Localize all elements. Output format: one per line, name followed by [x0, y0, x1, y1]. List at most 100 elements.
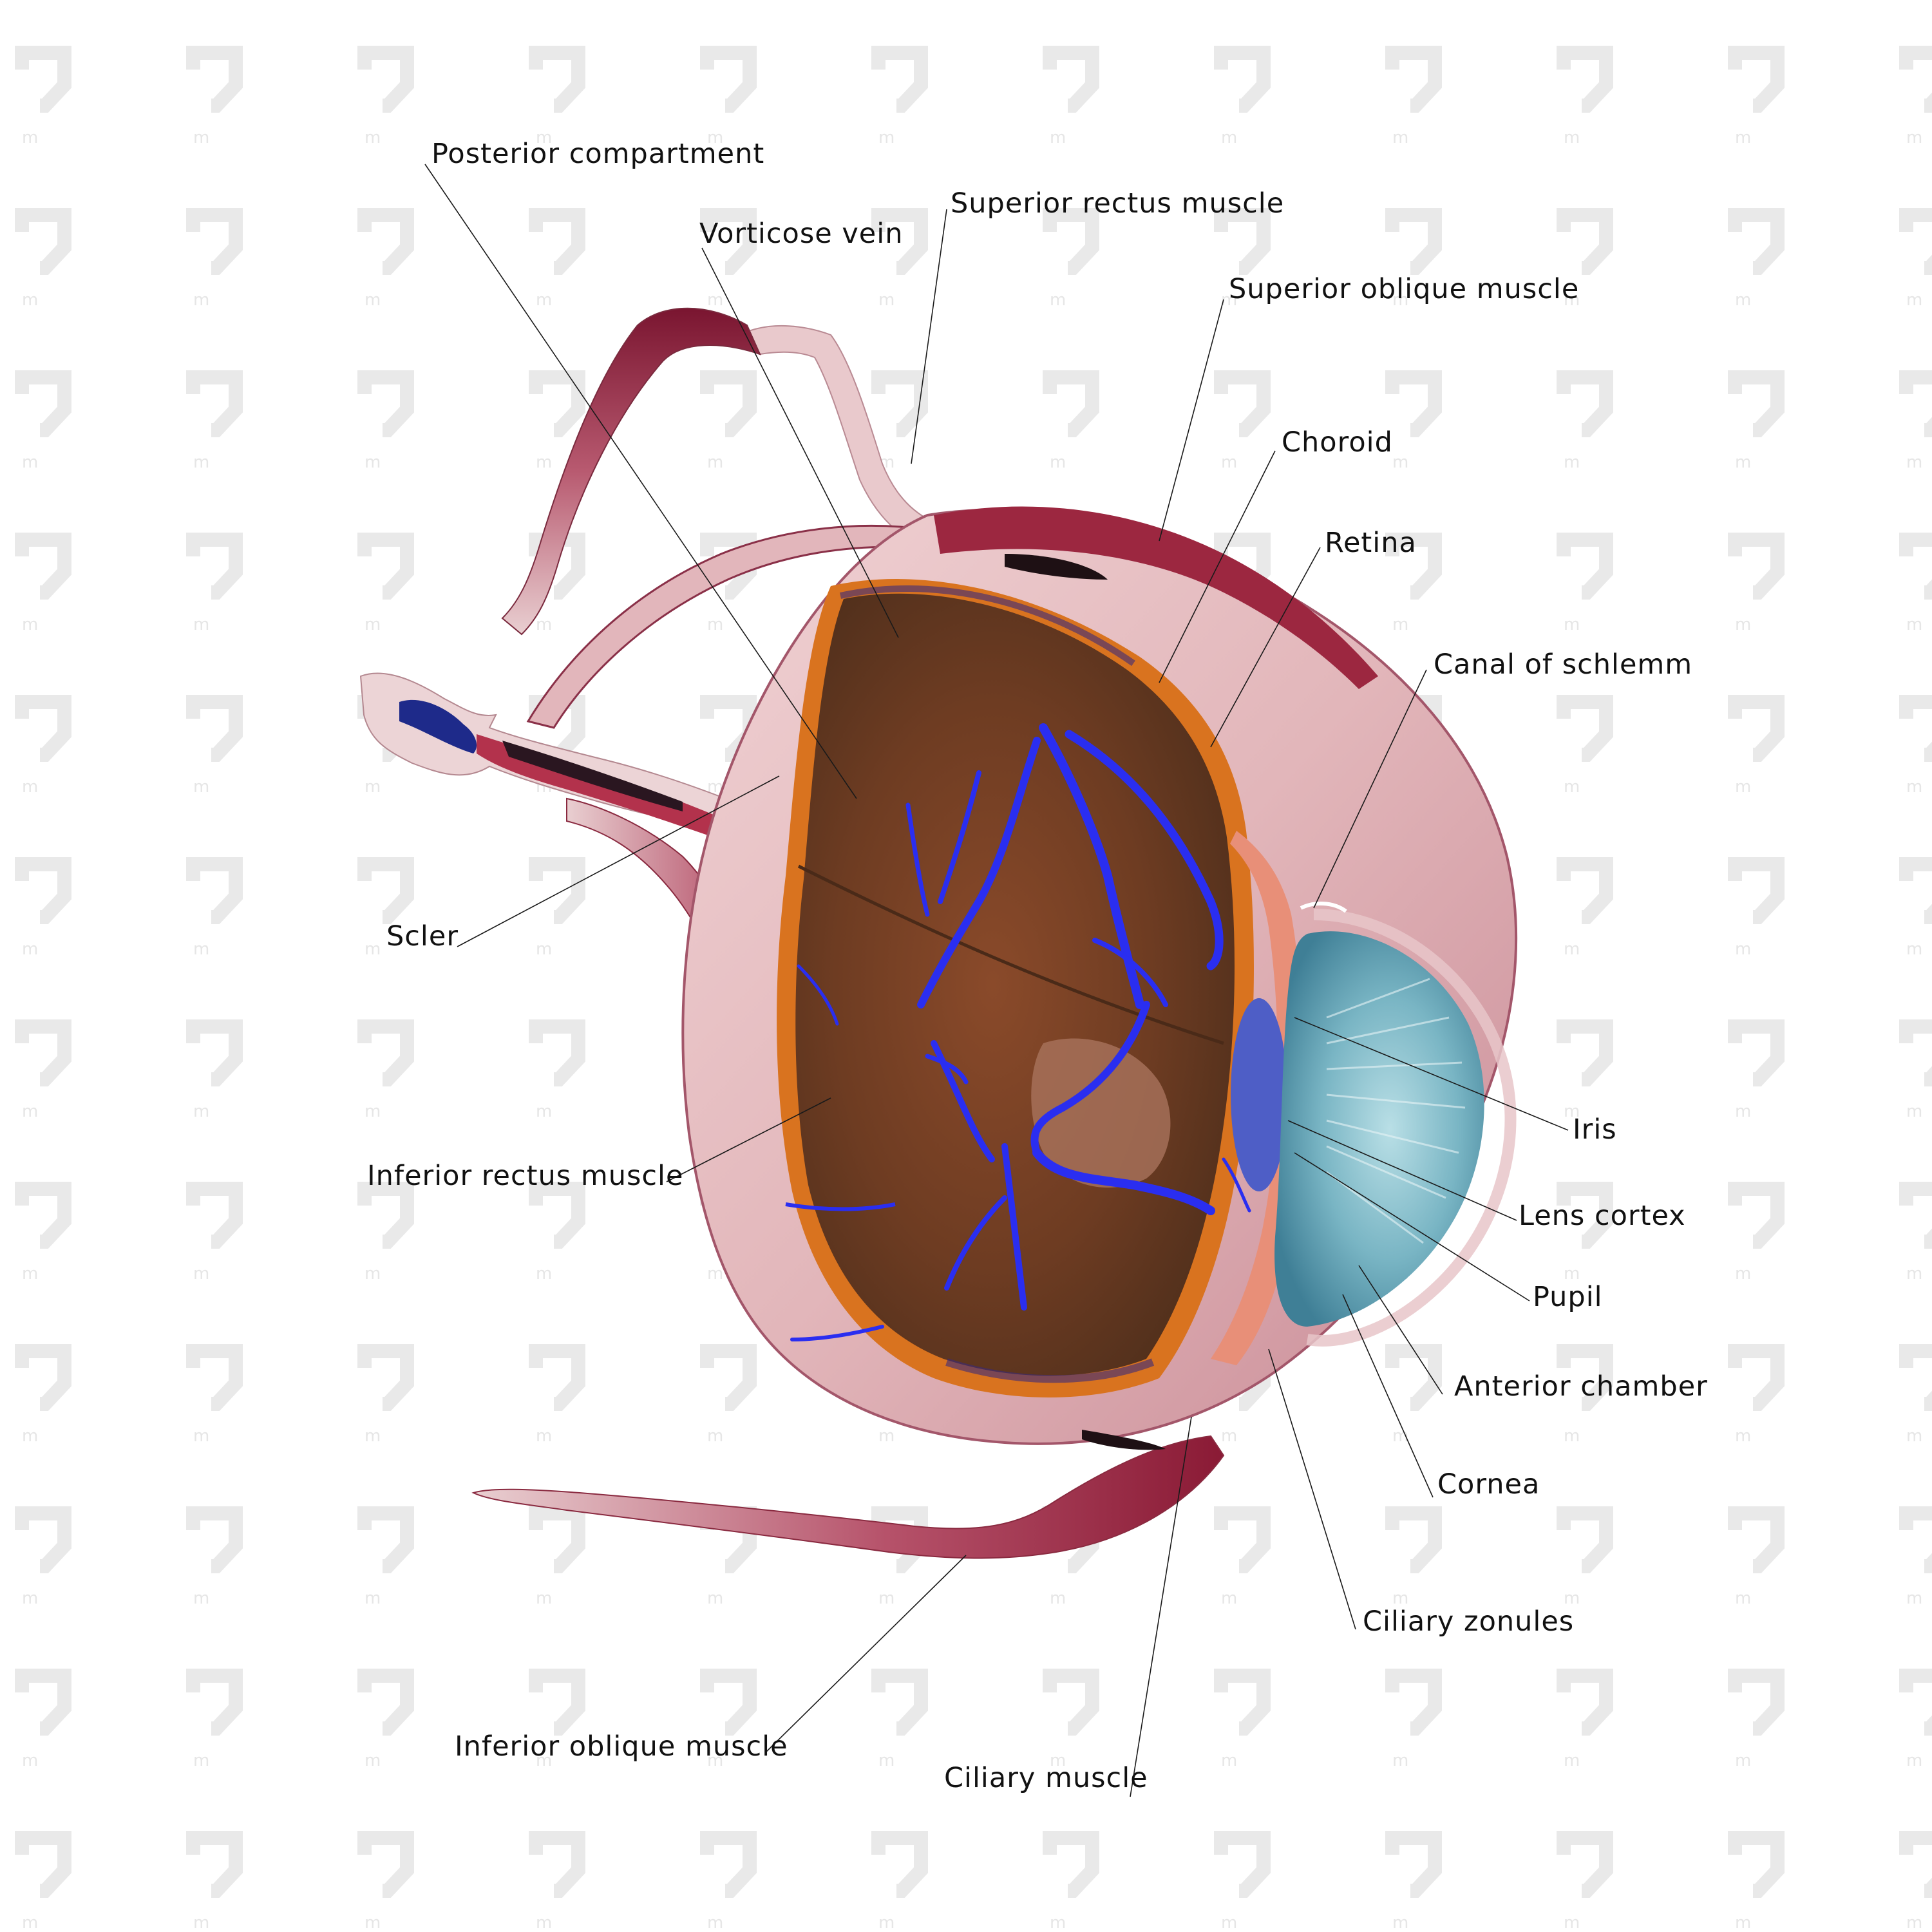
label-iris: Iris: [1573, 1113, 1617, 1146]
pm-logo-icon: m: [1728, 1182, 1785, 1283]
watermark-mark: m: [1906, 1426, 1922, 1446]
pm-logo-icon: m: [357, 1831, 414, 1932]
watermark-mark: m: [1050, 453, 1066, 472]
watermark-mark: m: [1050, 290, 1066, 310]
watermark-mark: m: [1564, 1102, 1580, 1121]
superior-muscle-shadow: [1005, 554, 1108, 580]
watermark-mark: m: [193, 1264, 209, 1283]
vorticose-vein-shape: [785, 1202, 896, 1211]
pm-logo-icon: m: [15, 1506, 71, 1608]
watermark-mark: m: [1906, 1589, 1922, 1608]
watermark-mark: m: [1221, 1589, 1237, 1608]
watermark-mark: m: [1050, 1589, 1066, 1608]
inferior-oblique-muscle-shape: [471, 1435, 1225, 1559]
pm-logo-icon: m: [1557, 857, 1613, 959]
leader-inferior-oblique-muscle: [766, 1555, 967, 1752]
pm-logo-icon: m: [357, 1669, 414, 1770]
pm-logo-icon: m: [1899, 695, 1932, 797]
pm-logo-icon: m: [1214, 370, 1271, 472]
pm-logo-icon: m: [1899, 857, 1932, 959]
pm-logo-icon: m: [186, 1019, 243, 1121]
pm-logo-icon: m: [871, 370, 928, 472]
pm-logo-icon: m: [186, 695, 243, 797]
superior-rectus-muscle-shape: [501, 307, 761, 636]
watermark-mark: m: [1735, 615, 1751, 634]
watermark-mark: m: [1564, 1913, 1580, 1932]
watermark-mark: m: [193, 1102, 209, 1121]
pm-logo-icon: m: [186, 857, 243, 959]
watermark-mark: m: [22, 615, 38, 634]
pm-logo-icon: m: [529, 1344, 585, 1446]
watermark-mark: m: [1735, 1589, 1751, 1608]
watermark-mark: m: [22, 777, 38, 797]
label-pupil: Pupil: [1533, 1281, 1603, 1313]
pm-logo-icon: m: [1899, 370, 1932, 472]
pm-logo-icon: m: [1899, 1831, 1932, 1932]
pm-logo-icon: m: [871, 46, 928, 147]
leader-ciliary-muscle: [1130, 1416, 1192, 1797]
watermark-mark: m: [365, 1751, 381, 1770]
pm-logo-icon: m: [186, 1506, 243, 1608]
label-ciliary-zonules: Ciliary zonules: [1363, 1605, 1574, 1638]
watermark-mark: m: [1735, 1426, 1751, 1446]
pm-logo-icon: m: [700, 370, 757, 472]
watermark-mark: m: [878, 1426, 895, 1446]
pm-logo-icon: m: [1385, 1669, 1442, 1770]
watermark-mark: m: [365, 1589, 381, 1608]
leader-canal-of-schlemm: [1313, 669, 1427, 909]
pm-logo-icon: m: [700, 1344, 757, 1446]
watermark-mark: m: [536, 453, 552, 472]
pm-logo-icon: m: [357, 370, 414, 472]
pm-logo-icon: m: [357, 1019, 414, 1121]
pm-logo-icon: m: [1899, 1344, 1932, 1446]
watermark-mark: m: [707, 1264, 723, 1283]
pm-logo-icon: m: [186, 1344, 243, 1446]
watermark-mark: m: [1564, 940, 1580, 959]
inferior-rectus-slit: [1082, 1430, 1166, 1450]
watermark-mark: m: [1735, 128, 1751, 147]
watermark-mark: m: [536, 1102, 552, 1121]
watermark-mark: m: [1906, 777, 1922, 797]
watermark-mark: m: [365, 777, 381, 797]
watermark-mark: m: [707, 128, 723, 147]
watermark-mark: m: [536, 940, 552, 959]
pm-logo-icon: m: [1557, 370, 1613, 472]
pm-logo-icon: m: [357, 1506, 414, 1608]
pm-logo-icon: m: [1385, 46, 1442, 147]
watermark-mark: m: [1221, 1426, 1237, 1446]
pm-logo-icon: m: [1214, 1669, 1271, 1770]
watermark-mark: m: [193, 615, 209, 634]
watermark-mark: m: [1735, 940, 1751, 959]
pm-logo-icon: m: [871, 208, 928, 310]
pm-logo-icon: m: [529, 533, 585, 634]
watermark-mark: m: [1392, 615, 1408, 634]
watermark-mark: m: [1906, 1913, 1922, 1932]
leader-superior-oblique-muscle: [1159, 299, 1224, 542]
iris-shape: [1274, 931, 1484, 1327]
watermark-mark: m: [707, 453, 723, 472]
leader-inferior-rectus-muscle: [666, 1097, 831, 1182]
leader-lines: [424, 164, 1569, 1797]
watermark-mark: m: [22, 940, 38, 959]
watermark-mark: m: [1906, 1102, 1922, 1121]
pm-logo-icon: m: [1385, 1831, 1442, 1932]
label-superior-oblique-muscle: Superior oblique muscle: [1229, 273, 1579, 305]
watermark-mark: m: [365, 453, 381, 472]
leader-anterior-chamber: [1358, 1265, 1443, 1395]
pm-logo-icon: m: [1043, 1669, 1099, 1770]
pm-logo-icon: m: [1899, 1506, 1932, 1608]
superior-oblique-muscle-shape: [746, 325, 942, 549]
watermark-mark: m: [365, 128, 381, 147]
watermark-mark: m: [1735, 1264, 1751, 1283]
pm-logo-icon: m: [700, 46, 757, 147]
watermark-mark: m: [1564, 290, 1580, 310]
pm-logo-icon: m: [1385, 370, 1442, 472]
watermark-mark: m: [193, 1913, 209, 1932]
watermark-mark: m: [536, 1913, 552, 1932]
pm-logo-icon: m: [1728, 1344, 1785, 1446]
pm-logo-icon: m: [1557, 46, 1613, 147]
pm-logo-icon: m: [15, 370, 71, 472]
leader-superior-rectus-muscle: [911, 209, 947, 464]
pm-logo-icon: m: [1385, 208, 1442, 310]
pm-logo-icon: m: [15, 1182, 71, 1283]
